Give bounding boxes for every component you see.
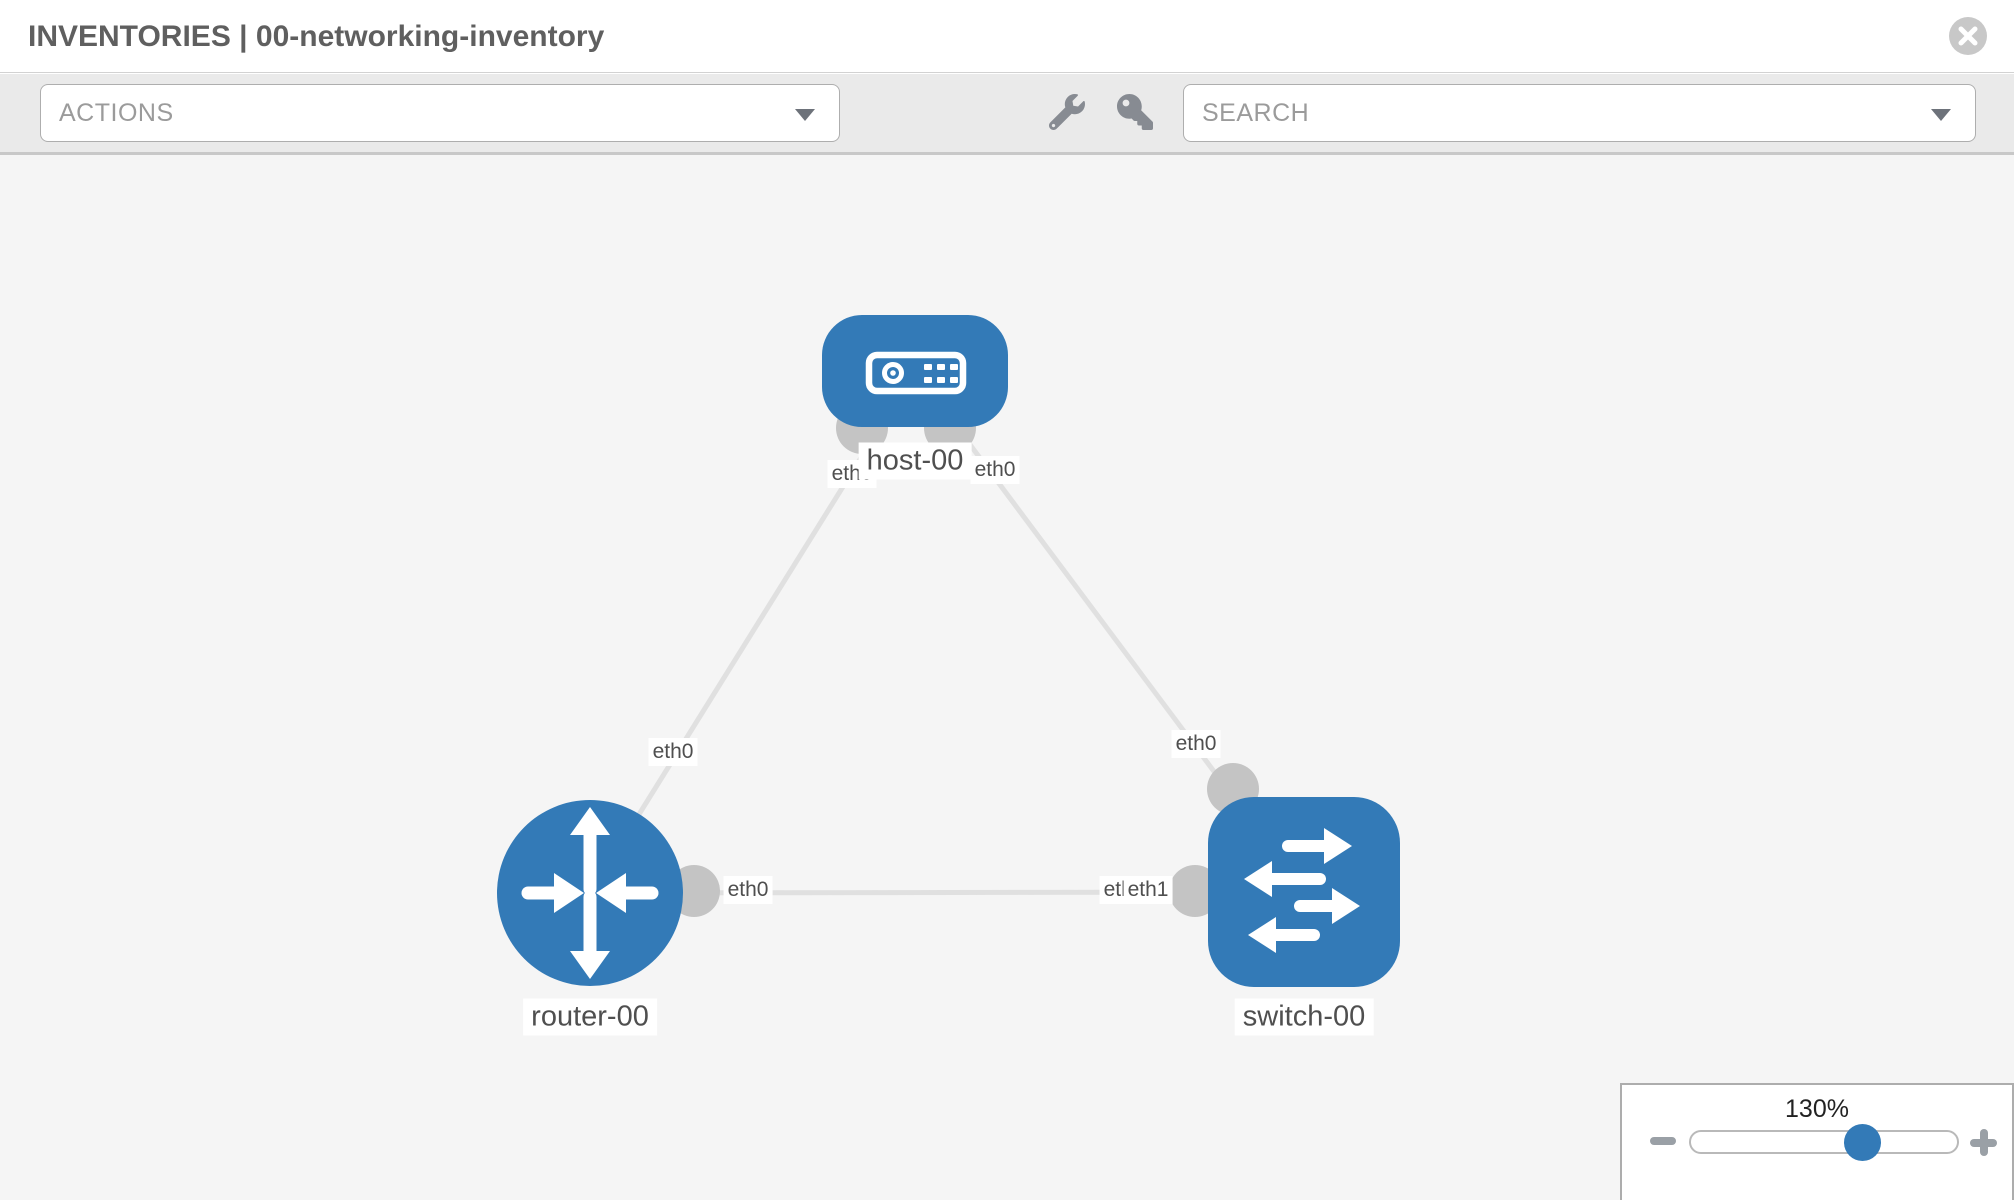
topology-graph bbox=[497, 315, 1400, 987]
key-icon[interactable] bbox=[1117, 94, 1153, 130]
node-router-00[interactable] bbox=[497, 800, 683, 986]
host-icon bbox=[865, 351, 967, 395]
topology-canvas[interactable]: eth0 eth0 eth0 eth0 eth0 eth0 eth1 host-… bbox=[0, 155, 2014, 1200]
if-label-switch-eth0: eth0 bbox=[1171, 730, 1221, 758]
zoom-percentage: 130% bbox=[1785, 1095, 1849, 1123]
actions-dropdown-label: ACTIONS bbox=[59, 99, 174, 127]
if-label-host-eth0-right: eth0 bbox=[970, 456, 1020, 484]
if-label-switch-eth1: eth1 bbox=[1123, 876, 1173, 904]
actions-dropdown[interactable]: ACTIONS bbox=[40, 84, 840, 142]
search-dropdown[interactable]: SEARCH bbox=[1183, 84, 1976, 142]
search-input-placeholder: SEARCH bbox=[1202, 99, 1310, 127]
page-title: INVENTORIES | 00-networking-inventory bbox=[28, 20, 605, 53]
switch-icon bbox=[1244, 828, 1360, 953]
zoom-panel: 130% bbox=[1620, 1083, 2014, 1200]
minus-icon[interactable] bbox=[1650, 1137, 1676, 1145]
if-label-router-eth0-up: eth0 bbox=[648, 738, 698, 766]
wrench-icon[interactable] bbox=[1048, 94, 1085, 131]
router-icon bbox=[521, 807, 659, 979]
plus-icon[interactable] bbox=[1970, 1129, 1997, 1156]
node-label-host-00: host-00 bbox=[858, 442, 972, 480]
node-switch-00[interactable] bbox=[1208, 797, 1400, 987]
zoom-slider-track[interactable] bbox=[1689, 1130, 1959, 1154]
chevron-down-icon bbox=[1931, 109, 1951, 121]
header: INVENTORIES | 00-networking-inventory bbox=[0, 0, 2014, 73]
zoom-slider-thumb[interactable] bbox=[1844, 1124, 1881, 1161]
toolbar: ACTIONS SEARCH bbox=[0, 74, 2014, 155]
chevron-down-icon bbox=[795, 109, 815, 121]
node-host-00[interactable] bbox=[822, 315, 1008, 427]
if-label-router-eth0-mid: eth0 bbox=[723, 876, 773, 904]
node-label-router-00: router-00 bbox=[523, 998, 657, 1036]
node-label-switch-00: switch-00 bbox=[1234, 998, 1374, 1036]
close-x-glyph bbox=[1958, 26, 1978, 46]
close-icon[interactable] bbox=[1949, 17, 1987, 55]
